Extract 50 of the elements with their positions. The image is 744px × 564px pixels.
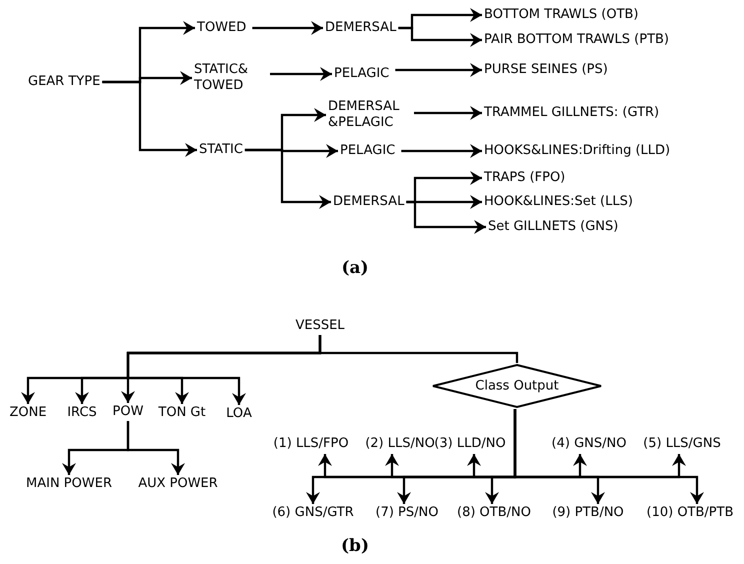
node-label: GEAR TYPE [28, 74, 100, 90]
node-label: AUX POWER [138, 476, 218, 492]
node-label: STATIC& TOWED [194, 62, 264, 94]
node-label: PURSE SEINES (PS) [484, 62, 608, 78]
node-label: Set GILLNETS (GNS) [488, 219, 618, 235]
node-label: (5) LLS/GNS [643, 436, 721, 452]
node-label: HOOK&LINES:Set (LLS) [484, 194, 633, 210]
arrow [126, 421, 185, 475]
node-label: (3) LLD/NO [434, 436, 506, 452]
node-label: TOWED [197, 20, 246, 36]
arrow [244, 148, 331, 209]
node-label: (2) LLS/NO [365, 436, 435, 452]
node-label: DEMERSAL [333, 194, 404, 210]
node-label: (1) LLS/FPO [273, 436, 349, 452]
node-label: (9) PTB/NO [552, 505, 624, 521]
figure-caption: (a) [341, 258, 369, 278]
node-label: LOA [226, 406, 252, 422]
node-label: HOOKS&LINES:Drifting (LLD) [484, 143, 670, 159]
node-label: PELAGIC [340, 143, 396, 159]
arrow [514, 409, 704, 504]
node-label: BOTTOM TRAWLS (OTB) [484, 7, 639, 23]
connector-line [318, 335, 518, 363]
arrow [270, 67, 332, 81]
arrow [252, 21, 323, 35]
node-label: ZONE [9, 405, 47, 421]
arrow [102, 80, 197, 157]
figure-caption: (b) [341, 536, 369, 556]
arrow [414, 106, 482, 120]
node-label: PELAGIC [334, 66, 390, 82]
node-label: (6) GNS/GTR [272, 505, 354, 521]
node-label: TRAPS (FPO) [484, 170, 566, 186]
arrow [406, 200, 486, 234]
node-label: PAIR BOTTOM TRAWLS (PTB) [484, 32, 670, 48]
node-label: STATIC [199, 142, 243, 158]
arrow [395, 63, 482, 77]
node-label: TON Gt [158, 405, 206, 421]
node-label: IRCS [67, 405, 97, 421]
node-label: (10) OTB/PTB [646, 505, 734, 521]
node-label: TRAMMEL GILLNETS: (GTR) [484, 105, 660, 121]
node-label: DEMERSAL &PELAGIC [328, 99, 408, 131]
node-label: (4) GNS/NO [552, 436, 626, 452]
node-label: POW [112, 404, 144, 420]
arrow [398, 26, 482, 47]
arrow [401, 144, 482, 158]
node-label: (8) OTB/NO [457, 505, 531, 521]
node-label: VESSEL [295, 318, 345, 334]
node-label: DEMERSAL [325, 20, 396, 36]
node-label: MAIN POWER [26, 476, 112, 492]
node-label: (7) PS/NO [376, 505, 438, 521]
node-label: Class Output [475, 378, 559, 394]
